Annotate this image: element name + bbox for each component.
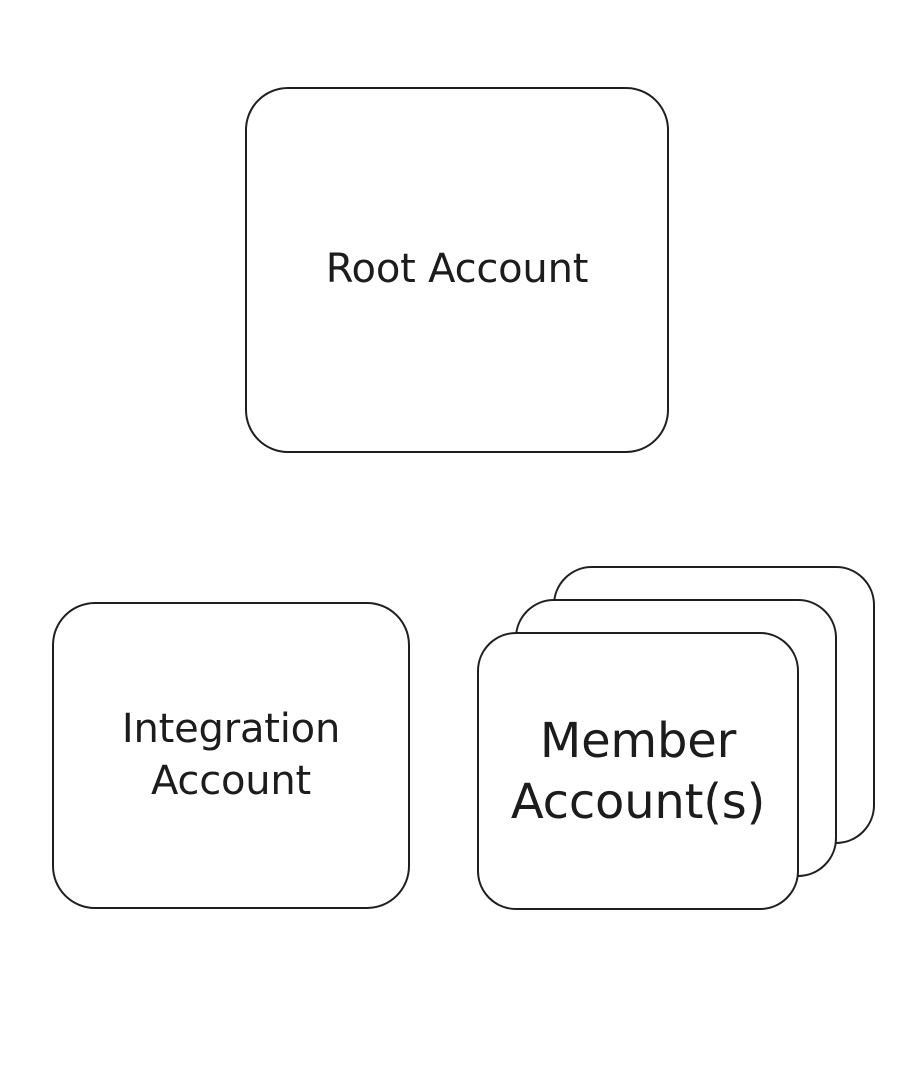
node-integration-account-shape[interactable] [52,602,410,909]
stack-layer-front [477,632,799,910]
node-member-accounts-shape[interactable] [477,566,875,912]
rounded-rectangle [52,602,410,909]
rounded-rectangle [245,87,669,453]
node-root-account-shape[interactable] [245,87,669,453]
